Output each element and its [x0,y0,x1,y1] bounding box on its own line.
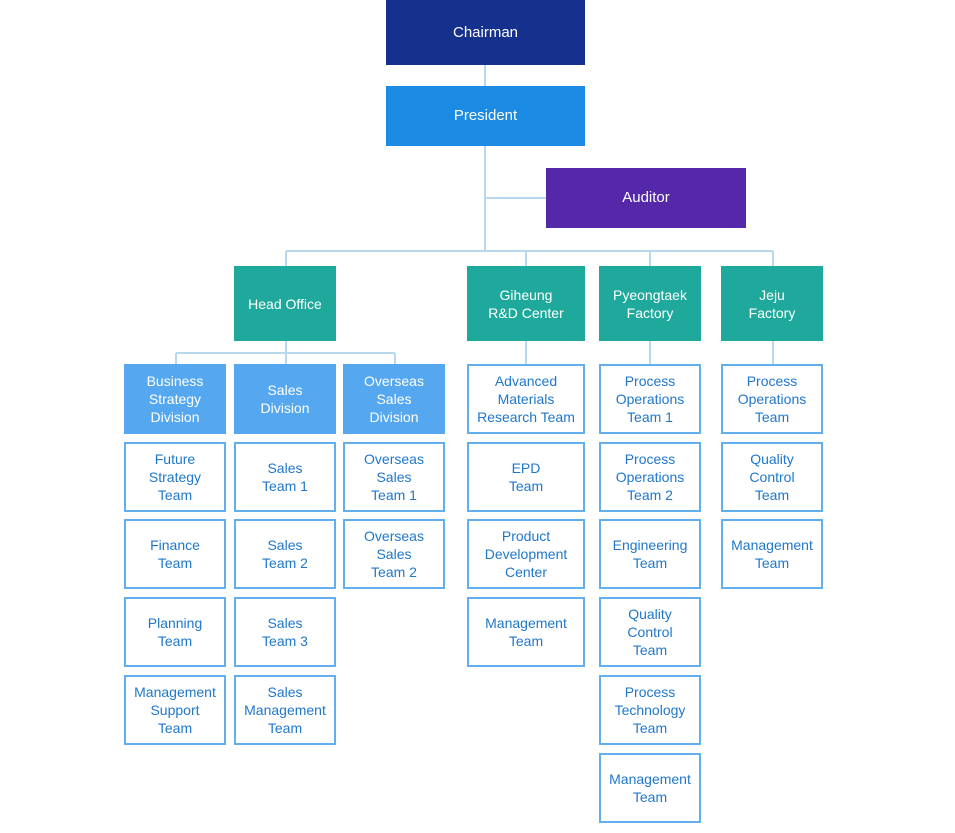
giheung-rd-center-box: Giheung R&D Center [467,266,585,341]
jeju-factory-box: Jeju Factory [721,266,823,341]
sales-division-box: Sales Division [234,364,336,434]
pyeongtaek-factory-box: Pyeongtaek Factory [599,266,701,341]
future-strategy-team-box: Future Strategy Team [124,442,226,512]
jeju-management-team-box: Management Team [721,519,823,589]
epd-team-box: EPD Team [467,442,585,512]
management-support-team-box: Management Support Team [124,675,226,745]
sales-team-3-box: Sales Team 3 [234,597,336,667]
chairman-box: Chairman [386,0,585,65]
sales-management-team-box: Sales Management Team [234,675,336,745]
business-strategy-division-box: Business Strategy Division [124,364,226,434]
pyeongtaek-process-operations-team-1-box: Process Operations Team 1 [599,364,701,434]
giheung-management-team-box: Management Team [467,597,585,667]
pyeongtaek-management-team-box: Management Team [599,753,701,823]
sales-team-1-box: Sales Team 1 [234,442,336,512]
pyeongtaek-process-operations-team-2-box: Process Operations Team 2 [599,442,701,512]
planning-team-box: Planning Team [124,597,226,667]
overseas-sales-team-2-box: Overseas Sales Team 2 [343,519,445,589]
head-office-box: Head Office [234,266,336,341]
sales-team-2-box: Sales Team 2 [234,519,336,589]
pyeongtaek-engineering-team-box: Engineering Team [599,519,701,589]
finance-team-box: Finance Team [124,519,226,589]
president-box: President [386,86,585,146]
product-development-center-box: Product Development Center [467,519,585,589]
pyeongtaek-process-technology-team-box: Process Technology Team [599,675,701,745]
jeju-process-operations-team-box: Process Operations Team [721,364,823,434]
advanced-materials-research-team-box: Advanced Materials Research Team [467,364,585,434]
auditor-box: Auditor [546,168,746,228]
overseas-sales-team-1-box: Overseas Sales Team 1 [343,442,445,512]
jeju-quality-control-team-box: Quality Control Team [721,442,823,512]
overseas-sales-division-box: Overseas Sales Division [343,364,445,434]
pyeongtaek-quality-control-team-box: Quality Control Team [599,597,701,667]
